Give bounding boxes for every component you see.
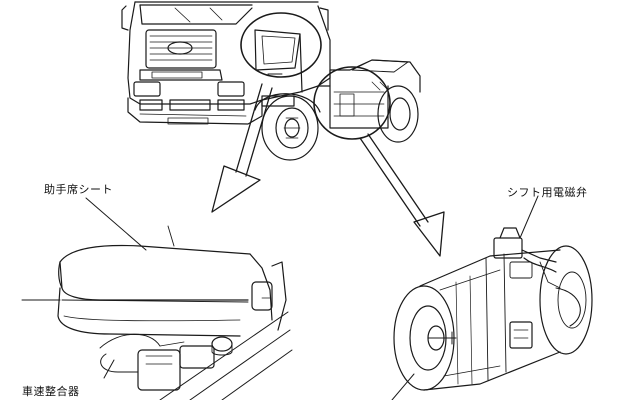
vehicle-speed-adjuster-label: 車速整合器 (22, 385, 80, 398)
transmission-location-circle (313, 66, 391, 140)
arrow-to-seat (211, 83, 273, 213)
passenger-seat-detail (21, 197, 293, 400)
shift-solenoid-valve-label: シフト用電磁弁 (507, 186, 588, 199)
truck-illustration (121, 1, 421, 161)
transmission-detail (391, 195, 593, 400)
arrow-to-transmission (359, 133, 445, 257)
seat-location-circle (240, 12, 322, 78)
passenger-seat-label: 助手席シート (44, 183, 113, 196)
